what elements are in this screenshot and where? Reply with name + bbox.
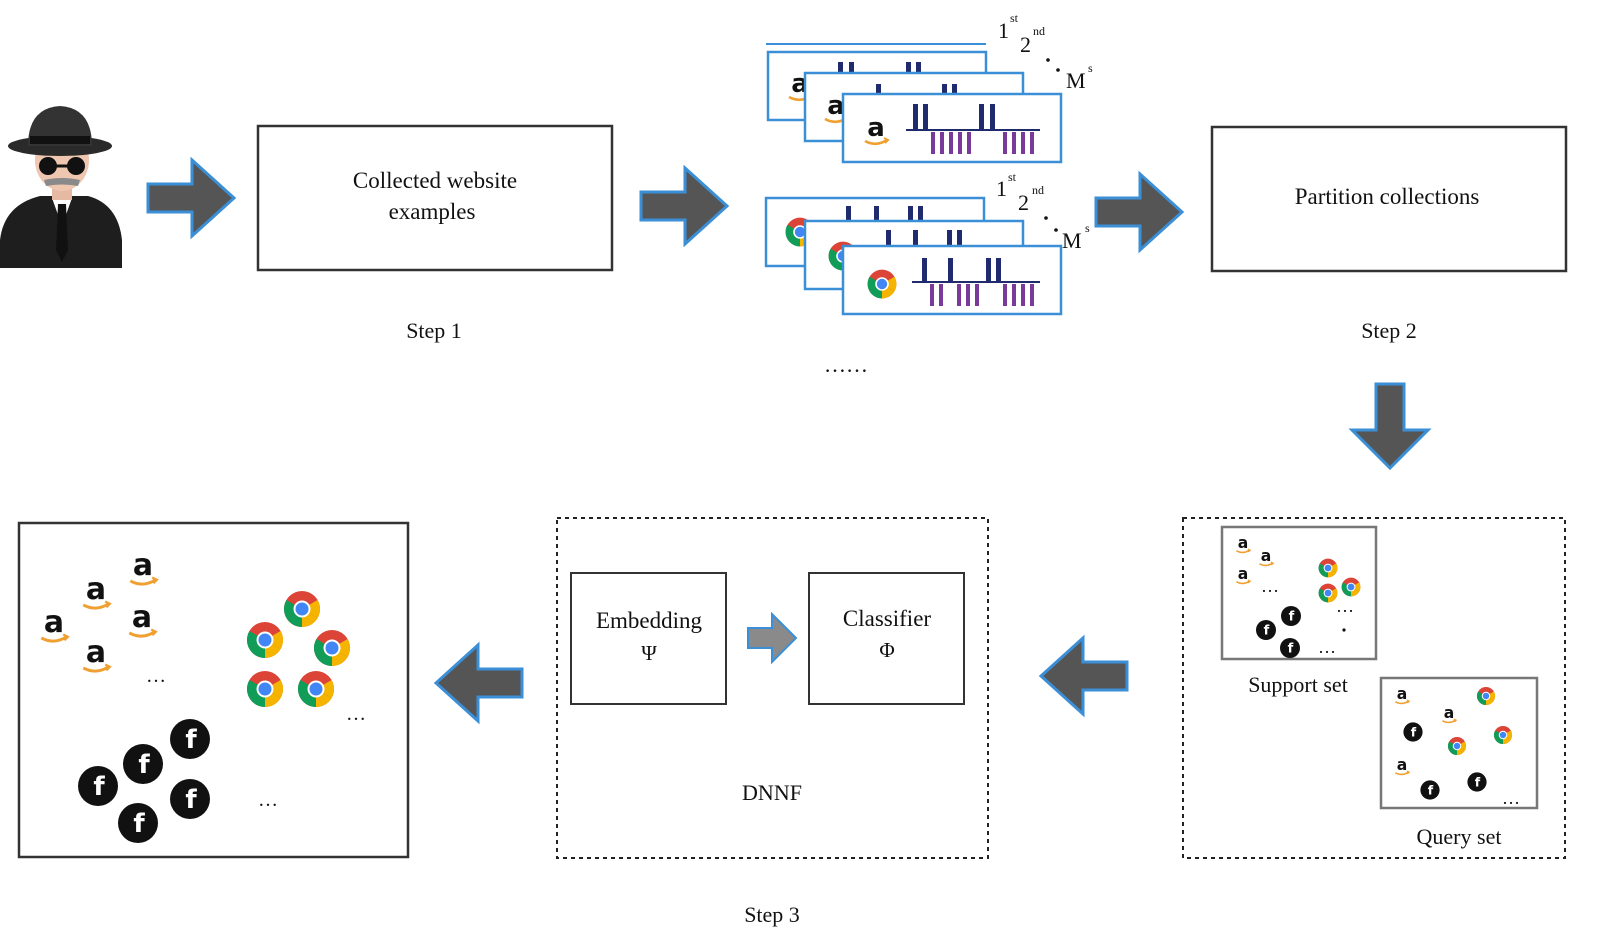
svg-text:1: 1 <box>998 18 1009 43</box>
flow-arrow-1 <box>146 158 236 238</box>
svg-text:1: 1 <box>996 176 1007 201</box>
attacker-spy-icon <box>0 106 122 268</box>
flow-arrow-2 <box>639 166 729 246</box>
query-ellipsis: … <box>1502 788 1520 808</box>
support-ellipsis-1: … <box>1261 576 1279 596</box>
support-query-panel: … … … Support set … Query set <box>1182 517 1566 859</box>
dnnf-label: DNNF <box>742 780 802 805</box>
svg-text:nd: nd <box>1033 24 1045 38</box>
flow-arrow-5 <box>434 643 524 723</box>
support-set-label: Support set <box>1248 672 1348 697</box>
svg-text:s: s <box>1085 221 1090 235</box>
result-amazon-ellipsis: … <box>146 665 166 687</box>
classifier-symbol: Φ <box>879 638 894 662</box>
step-3-label: Step 3 <box>744 902 800 927</box>
flow-arrow-3 <box>1094 172 1184 252</box>
embedding-to-classifier-arrow <box>747 611 798 665</box>
trace-stack-chrome-order-labels: 1 st 2 nd M s <box>996 170 1090 253</box>
result-chrome-ellipsis: … <box>346 703 366 725</box>
flow-arrow-down <box>1348 382 1432 471</box>
embedding-symbol: Ψ <box>641 641 657 665</box>
step-2-label: Step 2 <box>1361 318 1417 343</box>
trace-stack-amazon <box>766 43 1063 164</box>
svg-text:M: M <box>1066 68 1086 93</box>
svg-text:2: 2 <box>1020 32 1031 57</box>
svg-text:st: st <box>1010 11 1019 25</box>
classifier-label: Classifier <box>843 606 931 631</box>
partition-box: Partition collections <box>1210 125 1568 273</box>
svg-text:M: M <box>1062 228 1082 253</box>
query-set-label: Query set <box>1417 824 1502 849</box>
step-1-label: Step 1 <box>406 318 462 343</box>
collected-label-line1: Collected website <box>353 168 517 193</box>
result-facebook-ellipsis: … <box>258 789 278 811</box>
support-ellipsis-3: … <box>1318 637 1336 657</box>
svg-text:st: st <box>1008 170 1017 184</box>
svg-text:2: 2 <box>1018 190 1029 215</box>
partition-label: Partition collections <box>1295 184 1480 209</box>
trace-stack-amazon-order-labels: 1 st 2 nd M s <box>998 11 1093 93</box>
svg-text:nd: nd <box>1032 183 1044 197</box>
more-stacks-ellipsis: …… <box>824 352 868 377</box>
trace-stack-chrome <box>764 196 1063 316</box>
collected-examples-box: Collected website examples <box>256 124 614 272</box>
flow-arrow-4 <box>1039 636 1129 716</box>
classification-result-panel: … … … <box>17 521 410 859</box>
embedding-label: Embedding <box>596 608 703 633</box>
collected-label-line2: examples <box>389 199 476 224</box>
dnnf-panel: Embedding Ψ Classifier Φ DNNF <box>556 517 989 859</box>
svg-text:s: s <box>1088 61 1093 75</box>
support-ellipsis-2: … <box>1336 596 1354 616</box>
